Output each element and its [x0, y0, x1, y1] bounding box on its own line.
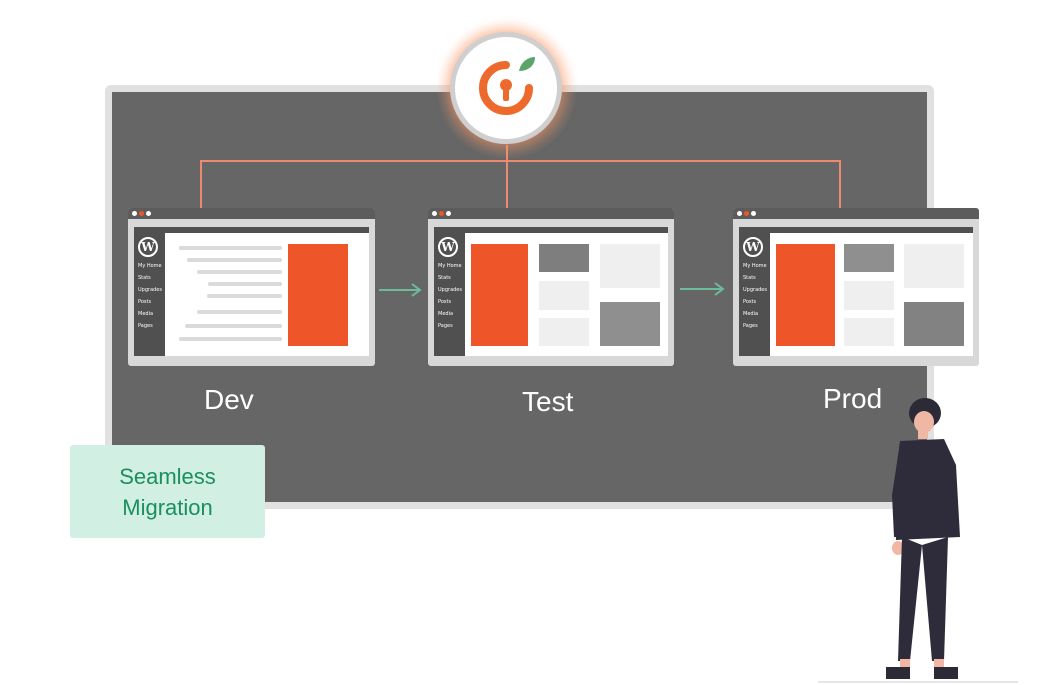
connector-horizontal: [200, 160, 840, 162]
content-block-dark: [904, 302, 964, 346]
window-dot-icon: [146, 211, 151, 216]
prod-window: W My Home Stats Upgrades Posts Media Pag…: [733, 208, 979, 366]
admin-sidebar: W My Home Stats Upgrades Posts Media Pag…: [739, 233, 770, 356]
wordpress-logo-icon: W: [138, 237, 158, 257]
test-window: W My Home Stats Upgrades Posts Media Pag…: [428, 208, 674, 366]
sidebar-item-my-home: My Home: [438, 263, 462, 269]
window-titlebar: [128, 208, 375, 219]
sidebar-item-media: Media: [138, 311, 154, 317]
window-content: W My Home Stats Upgrades Posts Media Pag…: [739, 227, 973, 356]
admin-sidebar: W My Home Stats Upgrades Posts Media Pag…: [134, 233, 165, 356]
window-dot-icon: [744, 211, 749, 216]
leaf-icon: [519, 57, 535, 71]
content-block-dark: [539, 244, 589, 272]
floor-line: [818, 681, 1018, 683]
window-content: W My Home Stats Upgrades Posts Media Pag…: [434, 227, 668, 356]
wordpress-logo-icon: W: [438, 237, 458, 257]
sidebar-item-stats: Stats: [138, 275, 151, 281]
sidebar-item-pages: Pages: [438, 323, 453, 329]
window-titlebar: [428, 208, 674, 219]
content-block-dark: [600, 302, 660, 346]
sidebar-item-my-home: My Home: [138, 263, 162, 269]
sidebar-item-pages: Pages: [138, 323, 153, 329]
person-illustration: [886, 398, 960, 679]
text-line: [187, 258, 282, 262]
sidebar-item-media: Media: [438, 311, 454, 317]
sidebar-item-upgrades: Upgrades: [743, 287, 767, 293]
window-dot-icon: [432, 211, 437, 216]
content-block-light: [539, 318, 589, 346]
admin-sidebar: W My Home Stats Upgrades Posts Media Pag…: [434, 233, 465, 356]
sidebar-item-posts: Posts: [743, 299, 757, 305]
content-block-light: [844, 281, 894, 310]
sidebar-item-posts: Posts: [138, 299, 152, 305]
content-block-light: [539, 281, 589, 310]
sidebar-item-posts: Posts: [438, 299, 452, 305]
sidebar-item-upgrades: Upgrades: [138, 287, 162, 293]
arrow-right-icon: [680, 282, 725, 296]
window-dot-icon: [132, 211, 137, 216]
window-dot-icon: [751, 211, 756, 216]
window-dot-icon: [446, 211, 451, 216]
sidebar-item-stats: Stats: [743, 275, 756, 281]
sidebar-item-stats: Stats: [438, 275, 451, 281]
sidebar-item-my-home: My Home: [743, 263, 767, 269]
env-label-dev: Dev: [204, 384, 254, 415]
text-line: [207, 294, 282, 298]
text-line: [197, 270, 282, 274]
window-dot-icon: [737, 211, 742, 216]
content-block-orange: [776, 244, 835, 346]
text-line: [208, 282, 282, 286]
arrow-right-icon: [379, 283, 422, 297]
text-line: [179, 246, 282, 250]
text-line: [185, 324, 282, 328]
content-block-light: [904, 244, 964, 288]
content-block-orange: [471, 244, 528, 346]
text-line: [197, 310, 282, 314]
callout-text: Seamless Migration: [119, 463, 216, 520]
content-block-dark: [844, 244, 894, 272]
wordpress-logo-icon: W: [743, 237, 763, 257]
seamless-migration-callout: Seamless Migration: [70, 445, 265, 538]
window-dot-icon: [439, 211, 444, 216]
window-titlebar: [733, 208, 979, 219]
connector-dev: [200, 160, 202, 208]
keyhole-lock-logo-icon: [479, 57, 535, 115]
connector-test: [506, 145, 508, 208]
sidebar-item-media: Media: [743, 311, 759, 317]
window-content: W My Home Stats Upgrades Posts Media Pag…: [134, 227, 369, 356]
connector-prod: [839, 160, 841, 208]
sidebar-item-upgrades: Upgrades: [438, 287, 462, 293]
content-block-orange: [288, 244, 348, 346]
content-block-light: [844, 318, 894, 346]
sidebar-item-pages: Pages: [743, 323, 758, 329]
env-label-prod: Prod: [823, 383, 883, 414]
env-label-test: Test: [522, 386, 574, 417]
hub-logo: [450, 32, 562, 144]
dev-window: W My Home Stats Upgrades Posts Media Pag…: [128, 208, 375, 366]
text-line: [179, 337, 282, 341]
content-block-light: [600, 244, 660, 288]
window-dot-icon: [139, 211, 144, 216]
